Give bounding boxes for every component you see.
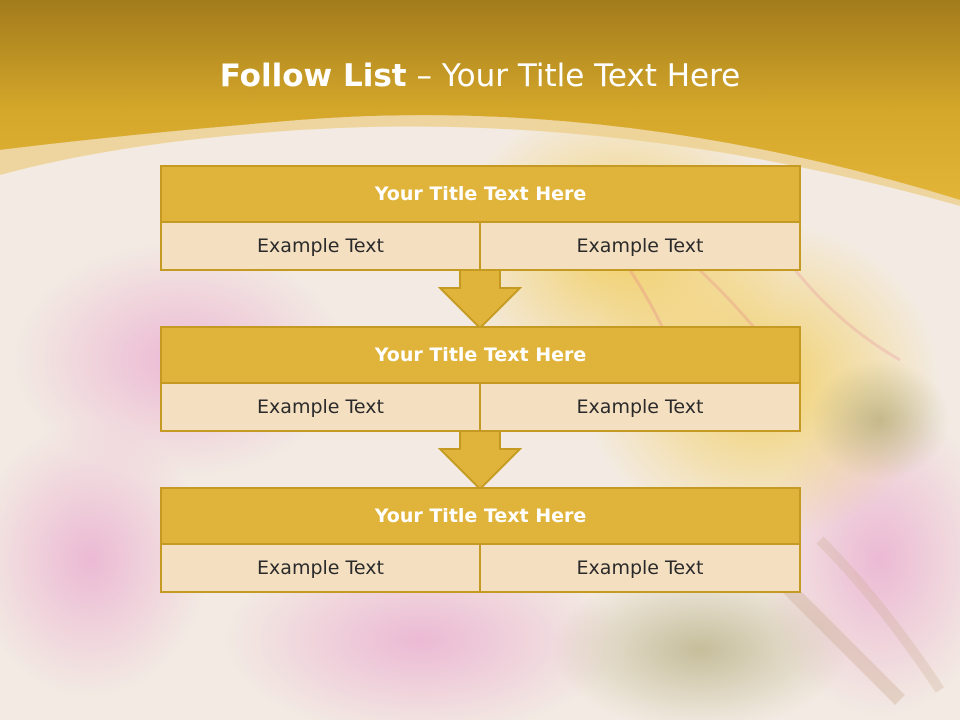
block-cell-left[interactable]: Example Text xyxy=(160,221,481,271)
block-cell-right[interactable]: Example Text xyxy=(479,382,801,432)
slide-title-bold: Follow List xyxy=(219,58,407,94)
block-cell-right[interactable]: Example Text xyxy=(479,221,801,271)
down-arrow-icon xyxy=(438,430,522,491)
list-block-2: Your Title Text Here Example Text Exampl… xyxy=(160,326,801,432)
block-cell-left[interactable]: Example Text xyxy=(160,382,481,432)
block-title[interactable]: Your Title Text Here xyxy=(160,487,801,545)
slide-title-rest: – Your Title Text Here xyxy=(406,58,741,94)
block-cell-left[interactable]: Example Text xyxy=(160,543,481,593)
list-block-1: Your Title Text Here Example Text Exampl… xyxy=(160,165,801,271)
list-block-3: Your Title Text Here Example Text Exampl… xyxy=(160,487,801,593)
block-title[interactable]: Your Title Text Here xyxy=(160,326,801,384)
down-arrow-icon xyxy=(438,269,522,330)
block-cell-right[interactable]: Example Text xyxy=(479,543,801,593)
block-title[interactable]: Your Title Text Here xyxy=(160,165,801,223)
slide-title: Follow List – Your Title Text Here xyxy=(0,52,960,100)
